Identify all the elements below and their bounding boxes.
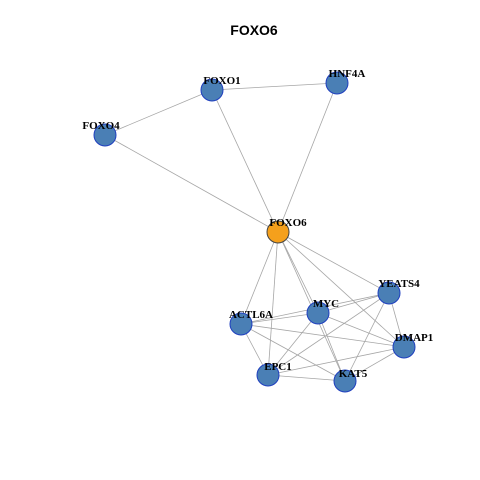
edge-foxo6-actl6a	[240, 231, 279, 325]
edge-foxo6-epc1	[267, 231, 279, 376]
edge-epc1-kat5	[267, 374, 346, 382]
edge-myc-epc1	[267, 312, 319, 376]
node-actl6a[interactable]	[229, 312, 253, 336]
edge-myc-actl6a	[240, 312, 319, 325]
node-yeats4[interactable]	[377, 281, 401, 305]
edge-foxo4-foxo6	[104, 134, 279, 233]
node-foxo6[interactable]	[266, 220, 290, 244]
node-label-actl6a: ACTL6A	[229, 309, 273, 321]
node-label-foxo6: FOXO6	[269, 217, 307, 229]
node-label-yeats4: YEATS4	[378, 278, 420, 290]
edge-foxo6-dmap1	[277, 231, 405, 348]
node-kat5[interactable]	[333, 369, 357, 393]
node-foxo1[interactable]	[200, 78, 224, 102]
node-dmap1[interactable]	[392, 335, 416, 359]
node-epc1[interactable]	[256, 363, 280, 387]
edge-hnf4a-foxo6	[277, 82, 338, 233]
node-label-myc: MYC	[313, 298, 339, 310]
node-label-foxo1: FOXO1	[203, 75, 240, 87]
node-label-dmap1: DMAP1	[395, 332, 434, 344]
node-foxo4[interactable]	[93, 123, 117, 147]
node-label-kat5: KAT5	[339, 368, 368, 380]
edge-myc-kat5	[317, 312, 346, 382]
node-label-epc1: EPC1	[264, 361, 292, 373]
edge-actl6a-dmap1	[240, 323, 405, 348]
edge-myc-dmap1	[317, 312, 405, 348]
node-myc[interactable]	[306, 301, 330, 325]
edge-dmap1-epc1	[267, 346, 405, 376]
node-layer	[93, 71, 416, 393]
edge-foxo6-yeats4	[277, 231, 390, 294]
edge-actl6a-kat5	[240, 323, 346, 382]
edge-foxo6-myc	[277, 231, 319, 314]
node-label-foxo4: FOXO4	[82, 120, 120, 132]
edge-yeats4-kat5	[344, 292, 390, 382]
diagram-title: FOXO6	[230, 22, 278, 38]
node-hnf4a[interactable]	[325, 71, 349, 95]
edge-foxo1-foxo6	[211, 89, 279, 233]
edge-layer	[104, 82, 405, 382]
edge-foxo1-foxo4	[104, 89, 213, 136]
edge-yeats4-myc	[317, 292, 390, 314]
node-label-hnf4a: HNF4A	[329, 68, 366, 80]
edge-foxo1-hnf4a	[211, 82, 338, 91]
edge-yeats4-epc1	[267, 292, 390, 376]
